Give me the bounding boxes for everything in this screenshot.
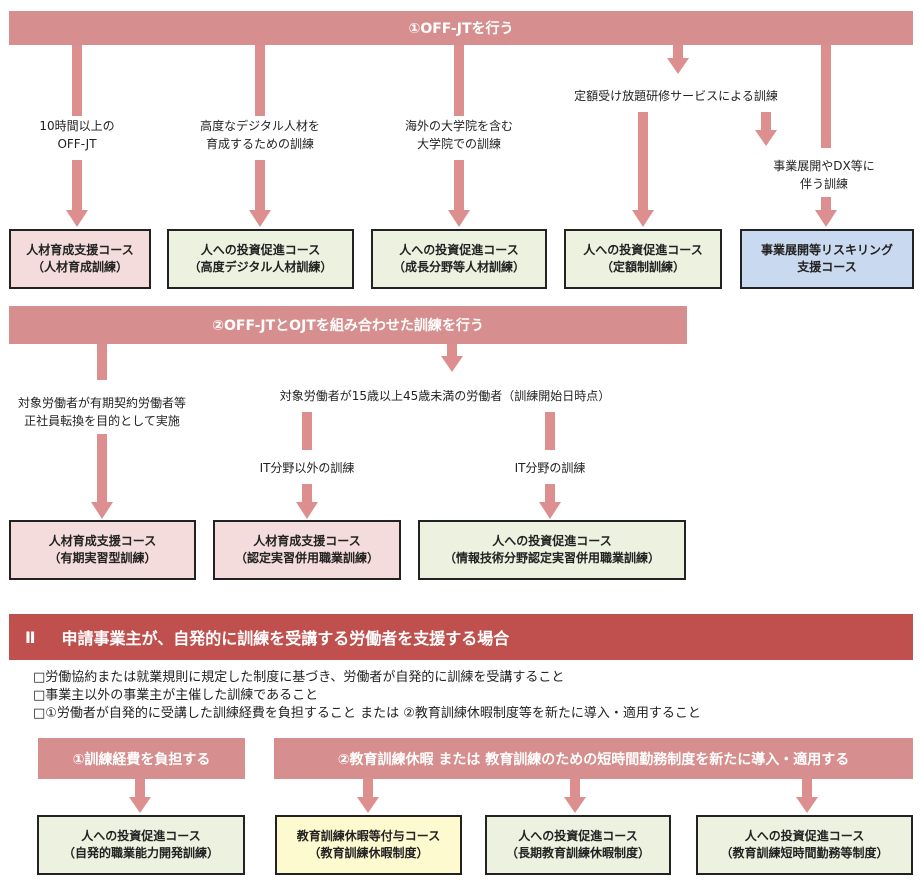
box-line: （教育訓練休暇制度）	[308, 846, 429, 860]
box-line: 人材育成支援コース	[253, 533, 361, 548]
label-digital-training: 高度なデジタル人材を 育成するための訓練	[175, 117, 345, 153]
box-line: （情報技術分野認定実習併用職業訓練）	[443, 551, 660, 565]
label-non-it: IT分野以外の訓練	[245, 459, 369, 477]
label-graduate-school: 海外の大学院を含む 大学院での訓練	[384, 117, 534, 153]
course-box-training-leave: 教育訓練休暇等付与コース （教育訓練休暇制度）	[275, 815, 462, 875]
course-box-fixed-term: 人材育成支援コース （有期実習型訓練）	[9, 520, 196, 580]
box-line: （定額制訓練）	[600, 260, 685, 274]
box-line: （高度デジタル人材訓練）	[188, 260, 333, 274]
label-line: 対象労働者が15歳以上45歳未満の労働者（訓練開始日時点）	[279, 389, 611, 403]
band-cost-burden: ①訓練経費を負担する	[38, 738, 245, 779]
condition-item: □労働協約または就業規則に規定した制度に基づき、労働者が自発的に訓練を受講するこ…	[33, 670, 565, 685]
band-leave-system-label: ②教育訓練休暇 または 教育訓練のための短時間勤務制度を新たに導入・適用する	[337, 751, 850, 768]
box-line: （人材育成訓練）	[31, 260, 128, 274]
course-box-short-hours: 人への投資促進コース （教育訓練短時間勤務等制度）	[696, 815, 913, 875]
box-line: 人への投資促進コース	[81, 828, 201, 843]
label-line: OFF-JT	[57, 137, 97, 151]
label-line: 育成するための訓練	[205, 137, 314, 151]
label-line: 対象労働者が有期契約労働者等	[17, 396, 186, 410]
course-box-certified-apprentice: 人材育成支援コース （認定実習併用職業訓練）	[213, 520, 401, 580]
band-leave-system: ②教育訓練休暇 または 教育訓練のための短時間勤務制度を新たに導入・適用する	[274, 738, 913, 779]
course-box-flat-rate: 人への投資促進コース （定額制訓練）	[564, 229, 722, 289]
box-line: （長期教育訓練休暇制度）	[505, 846, 650, 860]
band-off-jt-label: ①OFF-JTを行う	[408, 21, 514, 37]
course-box-voluntary: 人への投資促進コース （自発的職業能力開発訓練）	[37, 815, 245, 875]
band-cost-burden-label: ①訓練経費を負担する	[72, 751, 211, 768]
box-line: 人への投資促進コース	[583, 242, 703, 257]
box-line: （教育訓練短時間勤務等制度）	[720, 846, 889, 860]
box-line: 教育訓練休暇等付与コース	[296, 828, 441, 843]
box-line: 人への投資促進コース	[200, 242, 321, 257]
label-line: 定額受け放題研修サービスによる訓練	[574, 89, 778, 103]
course-box-digital: 人への投資促進コース （高度デジタル人材訓練）	[167, 229, 354, 289]
label-subscription-training: 定額受け放題研修サービスによる訓練	[556, 87, 796, 105]
band-off-jt: ①OFF-JTを行う	[9, 11, 913, 45]
box-line: 人への投資促進コース	[492, 533, 612, 548]
box-line: 人材育成支援コース	[48, 533, 157, 548]
condition-item: □事業主以外の事業主が主催した訓練であること	[33, 688, 319, 703]
label-line: 海外の大学院を含む	[404, 119, 513, 133]
band-offjt-ojt-label: ②OFF-JTとOJTを組み合わせた訓練を行う	[212, 318, 484, 334]
box-line: 人への投資促進コース	[518, 828, 638, 843]
label-line: 大学院での訓練	[416, 137, 501, 151]
course-box-jinzai-ikusei: 人材育成支援コース （人材育成訓練）	[9, 229, 151, 289]
label-line: 伴う訓練	[799, 177, 848, 191]
box-line: 支援コース	[797, 260, 857, 274]
label-line: 10時間以上の	[39, 119, 115, 133]
label-age-condition: 対象労働者が15歳以上45歳未満の労働者（訓練開始日時点）	[255, 387, 635, 405]
label-line: 事業展開やDX等に	[773, 159, 875, 173]
box-line: 人への投資促進コース	[744, 828, 865, 843]
label-dx-training: 事業展開やDX等に 伴う訓練	[754, 157, 894, 193]
box-line: 人への投資促進コース	[399, 242, 519, 257]
condition-item: □①労働者が自発的に受講した訓練経費を負担すること または ②教育訓練休暇制度等…	[33, 706, 701, 721]
course-box-it-apprentice: 人への投資促進コース （情報技術分野認定実習併用職業訓練）	[418, 520, 686, 580]
label-line: IT分野以外の訓練	[259, 461, 355, 475]
label-fixed-term-workers: 対象労働者が有期契約労働者等 正社員転換を目的として実施	[2, 394, 202, 430]
section-2-header: Ⅱ 申請事業主が、自発的に訓練を受講する労働者を支援する場合	[9, 614, 913, 660]
band-offjt-ojt: ②OFF-JTとOJTを組み合わせた訓練を行う	[9, 306, 687, 344]
course-box-long-leave: 人への投資促進コース （長期教育訓練休暇制度）	[485, 815, 671, 875]
box-line: （有期実習型訓練）	[48, 551, 157, 565]
label-it: IT分野の訓練	[495, 459, 605, 477]
box-line: （認定実習併用職業訓練）	[234, 551, 379, 565]
box-line: 人材育成支援コース	[26, 242, 134, 257]
box-line: （自発的職業能力開発訓練）	[62, 846, 219, 860]
label-10h-offjt: 10時間以上の OFF-JT	[17, 117, 137, 153]
section-number: Ⅱ	[25, 627, 36, 647]
section-title: 申請事業主が、自発的に訓練を受講する労働者を支援する場合	[61, 629, 510, 648]
label-line: 高度なデジタル人材を	[200, 119, 320, 133]
course-box-growth-field: 人への投資促進コース （成長分野等人材訓練）	[371, 229, 547, 289]
box-line: （成長分野等人材訓練）	[392, 260, 525, 274]
label-line: IT分野の訓練	[514, 461, 586, 475]
course-box-reskilling: 事業展開等リスキリング 支援コース	[740, 229, 914, 289]
box-line: 事業展開等リスキリング	[760, 242, 893, 257]
label-line: 正社員転換を目的として実施	[24, 414, 180, 428]
